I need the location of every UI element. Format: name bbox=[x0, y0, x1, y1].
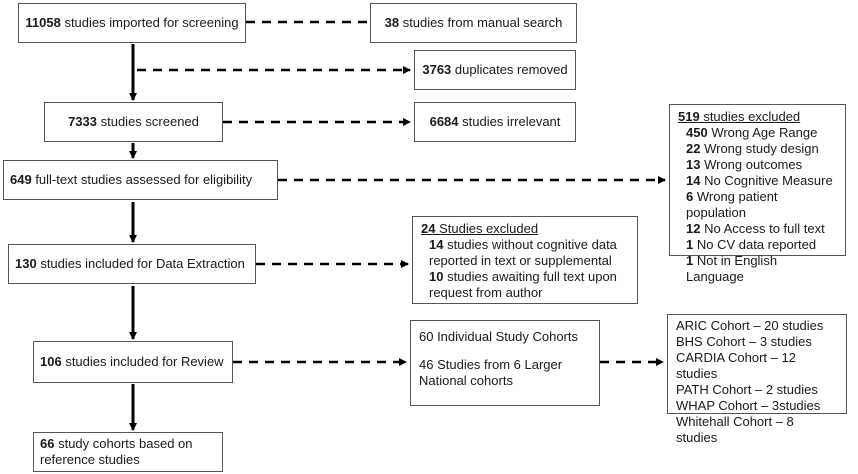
excluded-24-header: 24 Studies excluded bbox=[421, 221, 539, 236]
box-519-excluded: 519 studies excluded 450 Wrong Age Range… bbox=[669, 104, 846, 284]
exclusion-reason: 22 Wrong study design bbox=[686, 141, 819, 156]
extraction-count: 130 bbox=[15, 256, 37, 271]
manual-count: 38 bbox=[384, 15, 400, 30]
duplicates-count: 3763 bbox=[422, 62, 452, 77]
box-data-extraction: 130 studies included for Data Extraction bbox=[8, 244, 256, 284]
box-review: 106 studies included for Review bbox=[33, 341, 233, 383]
manual-label: studies from manual search bbox=[399, 15, 563, 30]
cohort-item: PATH Cohort – 2 studies bbox=[676, 382, 818, 397]
screened-count: 7333 bbox=[68, 114, 97, 129]
exclusion-reason: 450 Wrong Age Range bbox=[686, 125, 818, 140]
fulltext-label: full-text studies assessed for eligibili… bbox=[31, 172, 253, 187]
exclusion-reason: 1 No CV data reported bbox=[686, 237, 817, 252]
irrelevant-count: 6684 bbox=[429, 114, 459, 129]
screened-label: studies screened bbox=[97, 114, 199, 129]
fulltext-count: 649 bbox=[10, 172, 32, 187]
imported-count: 11058 bbox=[25, 15, 61, 30]
individual-cohorts-text: 60 Individual Study Cohorts bbox=[419, 329, 578, 344]
duplicates-label: duplicates removed bbox=[451, 62, 568, 77]
exclusion-reason: 12 No Access to full text bbox=[686, 221, 825, 236]
national-cohorts-text: 46 Studies from 6 Larger bbox=[419, 357, 563, 372]
box-duplicates: 3763 duplicates removed bbox=[414, 50, 576, 90]
national-cohorts-text-cont: National cohorts bbox=[419, 373, 513, 388]
box-irrelevant: 6684 studies irrelevant bbox=[414, 102, 576, 142]
box-imported: 11058 studies imported for screening bbox=[18, 3, 246, 43]
exclusion-reason: 6 Wrong patient population bbox=[686, 189, 778, 220]
cohort-item: WHAP Cohort – 3studies bbox=[676, 398, 821, 413]
box-fulltext: 649 full-text studies assessed for eligi… bbox=[3, 160, 278, 200]
box-study-split: 60 Individual Study Cohorts 46 Studies f… bbox=[410, 320, 600, 406]
cohort-item: BHS Cohort – 3 studies bbox=[676, 334, 812, 349]
cohort-item: ARIC Cohort – 20 studies bbox=[676, 318, 824, 333]
cohorts-label: study cohorts based on bbox=[54, 436, 193, 451]
exclusion-reason: 10 studies awaiting full text upon bbox=[429, 269, 617, 284]
cohorts-count: 66 bbox=[40, 436, 55, 451]
exclusion-reason-cont: request from author bbox=[429, 285, 543, 300]
exclusion-reason: 1 Not in English Language bbox=[686, 253, 778, 284]
excluded-519-header: 519 studies excluded bbox=[678, 109, 801, 124]
box-24-excluded: 24 Studies excluded 14 studies without c… bbox=[412, 216, 638, 304]
review-count: 106 bbox=[40, 354, 62, 369]
irrelevant-label: studies irrelevant bbox=[458, 114, 561, 129]
box-study-cohorts: 66 study cohorts based on reference stud… bbox=[33, 432, 223, 472]
cohort-item: CARDIA Cohort – 12 studies bbox=[676, 350, 796, 381]
extraction-label: studies included for Data Extraction bbox=[36, 256, 245, 271]
box-screened: 7333 studies screened bbox=[44, 102, 223, 142]
exclusion-reason: 13 Wrong outcomes bbox=[686, 157, 803, 172]
exclusion-reason-cont: reported in text or supplemental bbox=[429, 253, 612, 268]
imported-label: studies imported for screening bbox=[60, 15, 239, 30]
exclusion-reason: 14 studies without cognitive data bbox=[429, 237, 617, 252]
box-manual-search: 38 studies from manual search bbox=[370, 3, 577, 43]
review-label: studies included for Review bbox=[61, 354, 224, 369]
cohorts-label-cont: reference studies bbox=[40, 452, 140, 467]
box-national-cohorts: ARIC Cohort – 20 studies BHS Cohort – 3 … bbox=[667, 314, 847, 445]
exclusion-reason: 14 No Cognitive Measure bbox=[686, 173, 833, 188]
cohort-item: Whitehall Cohort – 8 studies bbox=[676, 414, 794, 445]
